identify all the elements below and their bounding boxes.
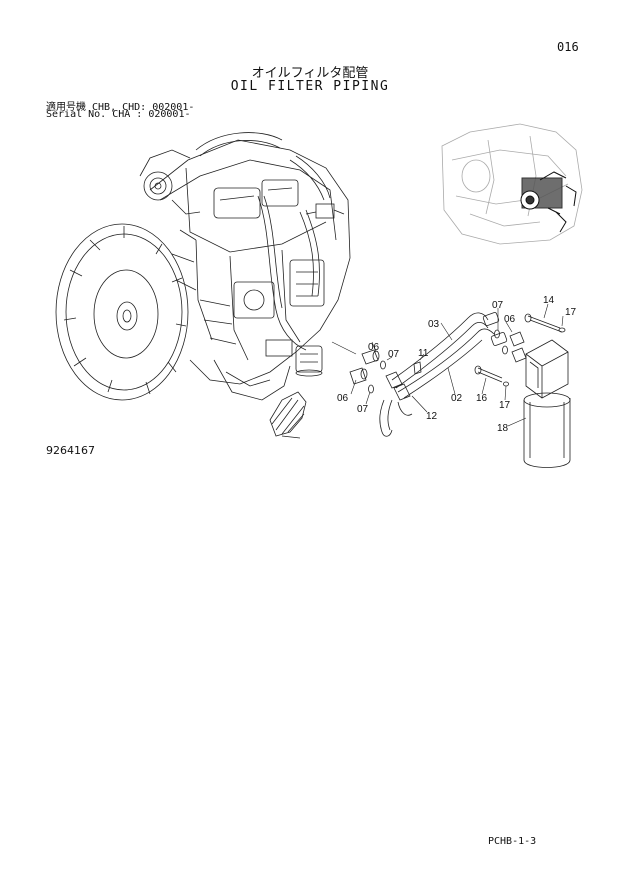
callout-leader-lines xyxy=(331,303,564,427)
callout-labels: 06 07 11 03 07 06 14 17 06 07 12 02 16 1… xyxy=(337,295,577,434)
applicable-serial-line-2: Serial No. CHA : 020001- xyxy=(46,109,191,120)
callout-06: 06 xyxy=(504,314,516,325)
footer-page-code: PCHB-1-3 xyxy=(488,836,537,847)
drawing-number: 9264167 xyxy=(46,444,95,457)
callout-06: 06 xyxy=(337,393,349,404)
engine-flywheel-drawing xyxy=(55,223,189,401)
callout-03: 03 xyxy=(428,319,440,330)
page-title-japanese: オイルフィルタ配管 xyxy=(251,66,369,81)
callout-07: 07 xyxy=(492,300,504,311)
callout-02: 02 xyxy=(451,393,463,404)
page-title: OIL FILTER PIPING xyxy=(230,79,390,94)
callout-17: 17 xyxy=(499,400,511,411)
callout-14: 14 xyxy=(543,295,555,306)
piping-parts-drawing xyxy=(349,312,571,468)
callout-12: 12 xyxy=(426,411,438,422)
callout-07: 07 xyxy=(357,404,369,415)
applicable-serial-line-1: 適用号機 CHB, CHD: 002001- xyxy=(46,102,195,113)
callout-06: 06 xyxy=(368,342,380,353)
engine-body-drawing xyxy=(139,132,351,439)
callout-16: 16 xyxy=(476,393,488,404)
callout-18: 18 xyxy=(497,423,509,434)
callout-07: 07 xyxy=(388,349,400,360)
callout-17: 17 xyxy=(565,307,577,318)
callout-11: 11 xyxy=(418,348,429,359)
inset-highlighted-filter xyxy=(520,171,577,233)
page-number: 016 xyxy=(557,40,579,54)
